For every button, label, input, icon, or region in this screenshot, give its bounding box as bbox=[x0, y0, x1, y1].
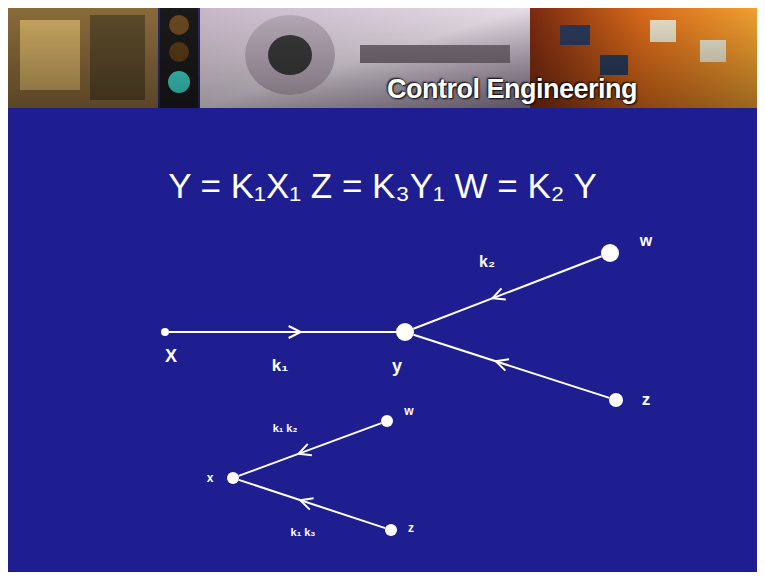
branch-line bbox=[239, 423, 382, 476]
node-name: X bbox=[165, 346, 177, 367]
signal-node: y bbox=[396, 323, 414, 341]
node-name: w bbox=[404, 404, 413, 418]
signal-branch bbox=[239, 423, 382, 476]
arrow-head bbox=[299, 444, 312, 455]
signal-node: X bbox=[161, 328, 169, 336]
signal-node: x bbox=[227, 472, 239, 484]
signal-node: w bbox=[381, 415, 393, 427]
node-name: z bbox=[408, 521, 414, 535]
signal-node: z bbox=[609, 393, 623, 407]
arrow-head bbox=[492, 288, 505, 299]
node-name: y bbox=[392, 356, 402, 377]
branch-line bbox=[239, 480, 386, 528]
signal-branch bbox=[414, 335, 610, 398]
node-name: z bbox=[642, 390, 651, 410]
node-name: x bbox=[207, 471, 214, 485]
branch-gain: k₁ k₂ bbox=[273, 422, 298, 434]
node-name: w bbox=[640, 232, 652, 250]
signal-node: w bbox=[601, 244, 619, 262]
branch-line bbox=[169, 331, 396, 333]
signal-node: z bbox=[385, 524, 397, 536]
branch-gain: k₁ k₃ bbox=[291, 526, 316, 538]
branch-gain: k₂ bbox=[479, 253, 495, 271]
signal-branch bbox=[413, 256, 601, 329]
branch-line bbox=[414, 335, 610, 398]
slide-title: Y = K₁X₁ Z = K₃Y₁ W = K₂ Y bbox=[0, 166, 765, 206]
arrow-head bbox=[496, 359, 509, 370]
signal-branch bbox=[239, 480, 386, 528]
banner-heading: Control Engineering bbox=[387, 74, 637, 105]
signal-branch bbox=[169, 326, 396, 338]
branch-line bbox=[413, 256, 601, 329]
branch-gain: k₁ bbox=[272, 356, 289, 376]
arrow-head bbox=[300, 498, 313, 509]
arrow-head bbox=[289, 326, 301, 338]
